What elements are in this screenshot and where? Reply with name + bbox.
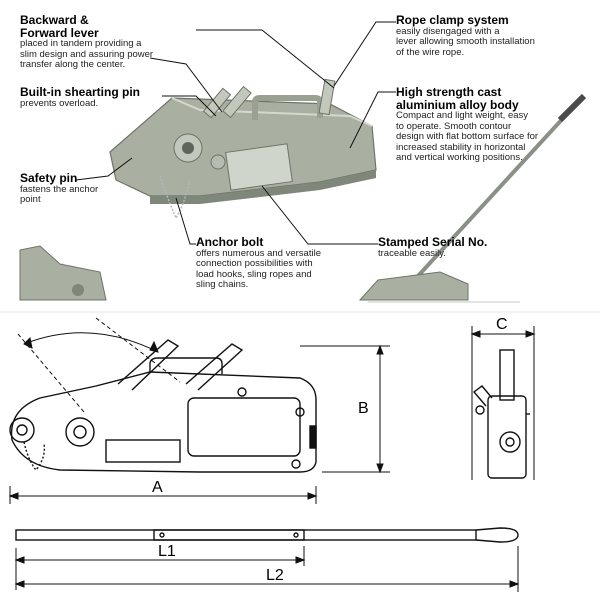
dimension-label-a: A	[152, 479, 163, 496]
annotation-alloy-body: High strength cast aluminium alloy body …	[396, 86, 592, 164]
annotation-desc: offers numerous and versatile connection…	[196, 247, 321, 290]
dimension-label-c: C	[496, 316, 508, 333]
annotation-safety-pin: Safety pin fastens the anchor point	[20, 172, 130, 206]
annotation-serial-no: Stamped Serial No. traceable easily.	[378, 236, 528, 259]
annotation-desc: placed in tandem providing a slim design…	[20, 38, 154, 70]
annotation-title: Rope clamp system	[396, 13, 509, 27]
long-handle	[416, 93, 587, 278]
annotation-title: Built-in shearting pin	[20, 85, 140, 99]
small-puller-left	[19, 245, 107, 301]
side-view-drawing	[9, 317, 317, 473]
dimension-lines	[8, 326, 536, 592]
annotation-shearing-pin: Built-in shearting pin prevents overload…	[20, 86, 180, 109]
small-puller-right	[358, 271, 520, 303]
leader-lines	[75, 21, 396, 245]
annotation-rope-clamp: Rope clamp system easily disengaged with…	[396, 14, 592, 58]
annotation-desc: fastens the anchor point	[20, 183, 99, 205]
annotation-title: High strength cast aluminium alloy body	[396, 85, 519, 112]
dimension-label-l1: L1	[158, 543, 176, 560]
handle-drawing	[15, 527, 519, 543]
annotation-title: Safety pin	[20, 171, 78, 185]
annotation-title: Backward & Forward lever	[20, 13, 99, 40]
annotation-desc: prevents overload.	[20, 97, 99, 109]
dimension-label-l2: L2	[266, 567, 284, 584]
annotation-backward-lever: Backward & Forward lever placed in tande…	[20, 14, 200, 71]
annotation-desc: traceable easily.	[378, 247, 446, 259]
puller-body	[109, 78, 377, 220]
annotation-desc: easily disengaged with a lever allowing …	[396, 25, 535, 58]
annotation-anchor-bolt: Anchor bolt offers numerous and versatil…	[196, 236, 366, 291]
front-view-drawing	[472, 349, 530, 479]
dimension-label-b: B	[358, 400, 369, 417]
annotation-title: Anchor bolt	[196, 235, 264, 249]
annotation-title: Stamped Serial No.	[378, 235, 488, 249]
annotation-desc: Compact and light weight, easy to operat…	[396, 110, 539, 163]
